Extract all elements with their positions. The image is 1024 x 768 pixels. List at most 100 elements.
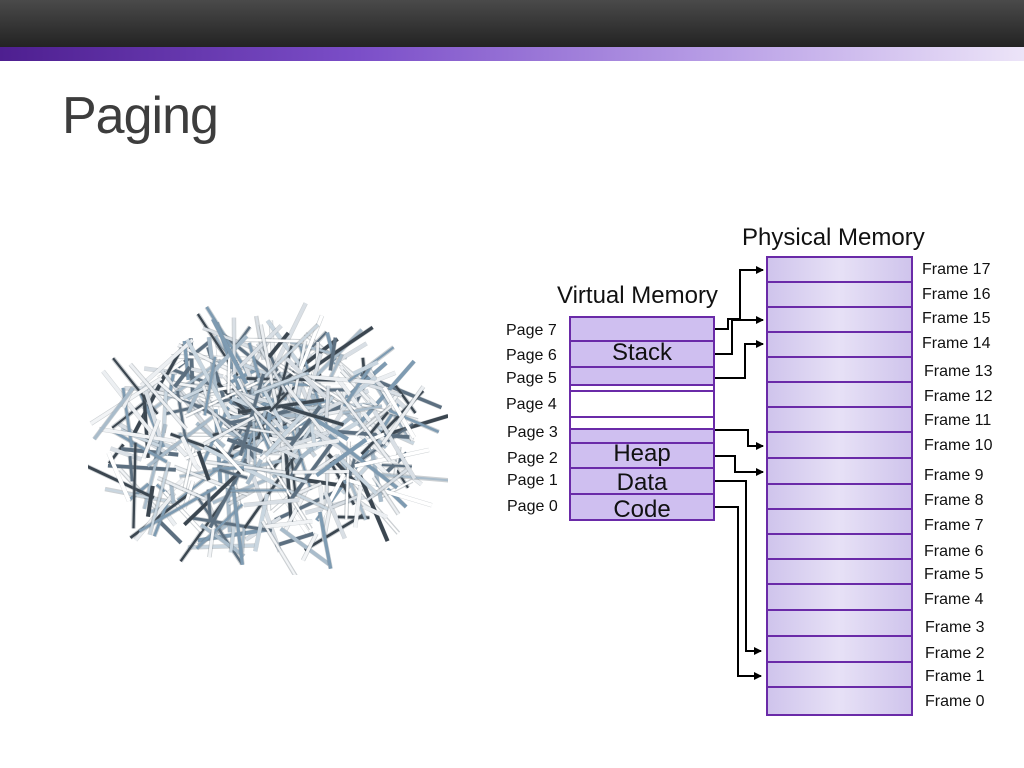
frame-8-label: Frame 8	[924, 492, 984, 509]
paper-strip	[342, 405, 383, 414]
paper-strip	[157, 381, 183, 403]
frame-7-cell	[768, 510, 911, 535]
paper-strip	[342, 364, 373, 408]
paper-strip	[203, 445, 275, 485]
paper-strip	[148, 461, 170, 536]
paper-strip	[141, 419, 161, 459]
arrow-page2-frame9	[715, 455, 764, 476]
slide-title: Paging	[62, 87, 219, 145]
page-4-label: Page 4	[506, 396, 557, 413]
paper-strip	[381, 473, 448, 482]
data-segment-label: Data	[616, 469, 668, 496]
paper-strip	[211, 318, 249, 385]
paper-strip	[235, 425, 283, 435]
paper-strip	[358, 475, 390, 542]
accent-stripe	[0, 47, 1024, 61]
paper-strip	[106, 452, 131, 502]
paper-strip	[311, 454, 339, 474]
frame-11-label: Frame 11	[924, 412, 992, 429]
paper-strip	[107, 463, 176, 472]
paper-strip	[253, 372, 307, 395]
paper-strip	[329, 461, 356, 506]
paper-strip	[186, 388, 201, 414]
frame-4-cell	[768, 585, 911, 611]
frame-17-label: Frame 17	[922, 261, 991, 278]
paper-strip	[337, 429, 410, 439]
paper-strip	[173, 365, 192, 389]
paper-strip	[132, 442, 137, 529]
paper-strip	[199, 380, 223, 437]
frame-12-label: Frame 12	[924, 388, 993, 405]
physical-memory-caption: Physical Memory	[742, 224, 925, 251]
paper-strip	[238, 373, 265, 456]
paper-strip	[311, 328, 363, 381]
paper-strip	[388, 409, 440, 434]
paper-strip	[98, 427, 177, 444]
paper-strip	[264, 407, 309, 457]
paper-strip	[297, 325, 374, 380]
page-0-label: Page 0	[507, 498, 558, 515]
paper-strip	[206, 489, 212, 521]
arrow-page1-frame2	[715, 480, 762, 655]
paper-strip	[267, 331, 290, 359]
page-3-label: Page 3	[507, 424, 558, 441]
paper-strip	[203, 356, 217, 416]
paper-strip	[243, 497, 300, 507]
frame-15-cell	[768, 308, 911, 333]
paper-strip	[240, 524, 246, 553]
frame-0-cell	[768, 688, 911, 714]
paper-strip	[177, 343, 233, 372]
paper-strip	[161, 371, 217, 439]
paper-strip	[281, 404, 345, 427]
paper-strip	[196, 450, 211, 481]
paper-strip	[226, 437, 264, 454]
paper-strip	[261, 520, 297, 575]
frame-8-cell	[768, 485, 911, 510]
paper-strip	[186, 334, 249, 401]
paper-strip	[348, 455, 357, 477]
paper-strip	[335, 454, 378, 495]
paper-strip	[286, 413, 313, 434]
paper-strip	[394, 384, 417, 414]
paper-strip	[236, 391, 273, 405]
paper-strip	[140, 338, 194, 388]
arrow-page0-frame1	[715, 506, 762, 680]
paper-strip	[382, 386, 416, 439]
paper-strip	[129, 363, 188, 430]
paper-strip	[145, 485, 155, 517]
paper-strip	[271, 443, 300, 460]
page-0-cell	[569, 493, 715, 521]
frame-14-label: Frame 14	[922, 335, 991, 352]
paper-strip	[331, 495, 359, 509]
frame-12-cell	[768, 383, 911, 408]
page-5-label: Page 5	[506, 370, 557, 387]
frame-5-cell	[768, 560, 911, 585]
paper-strip	[157, 476, 206, 500]
paper-strip	[279, 429, 332, 452]
paper-strip	[352, 360, 379, 376]
paper-strip	[128, 456, 134, 482]
page-1-label: Page 1	[507, 472, 558, 489]
stack-segment-label: Stack	[611, 339, 673, 366]
paper-strip	[256, 377, 283, 424]
paper-strip	[367, 411, 389, 437]
paper-strip	[338, 455, 367, 521]
paper-strip	[228, 489, 255, 506]
page-6-cell	[569, 340, 715, 368]
top-bar	[0, 0, 1024, 47]
paper-strip	[206, 336, 218, 393]
paper-strip	[288, 441, 297, 497]
paper-strip	[355, 405, 392, 436]
frame-6-cell	[768, 535, 911, 560]
paper-strip	[182, 441, 197, 492]
paper-strip	[372, 476, 400, 515]
frame-3-label: Frame 3	[925, 619, 985, 636]
paper-strip	[315, 438, 368, 478]
paper-strip	[205, 460, 286, 474]
paper-strip	[284, 384, 324, 433]
arrow-page6-frame15	[715, 316, 764, 355]
frame-2-label: Frame 2	[925, 645, 985, 662]
paper-strip	[184, 448, 207, 460]
paper-strip	[328, 337, 338, 371]
paper-strip	[301, 532, 318, 562]
